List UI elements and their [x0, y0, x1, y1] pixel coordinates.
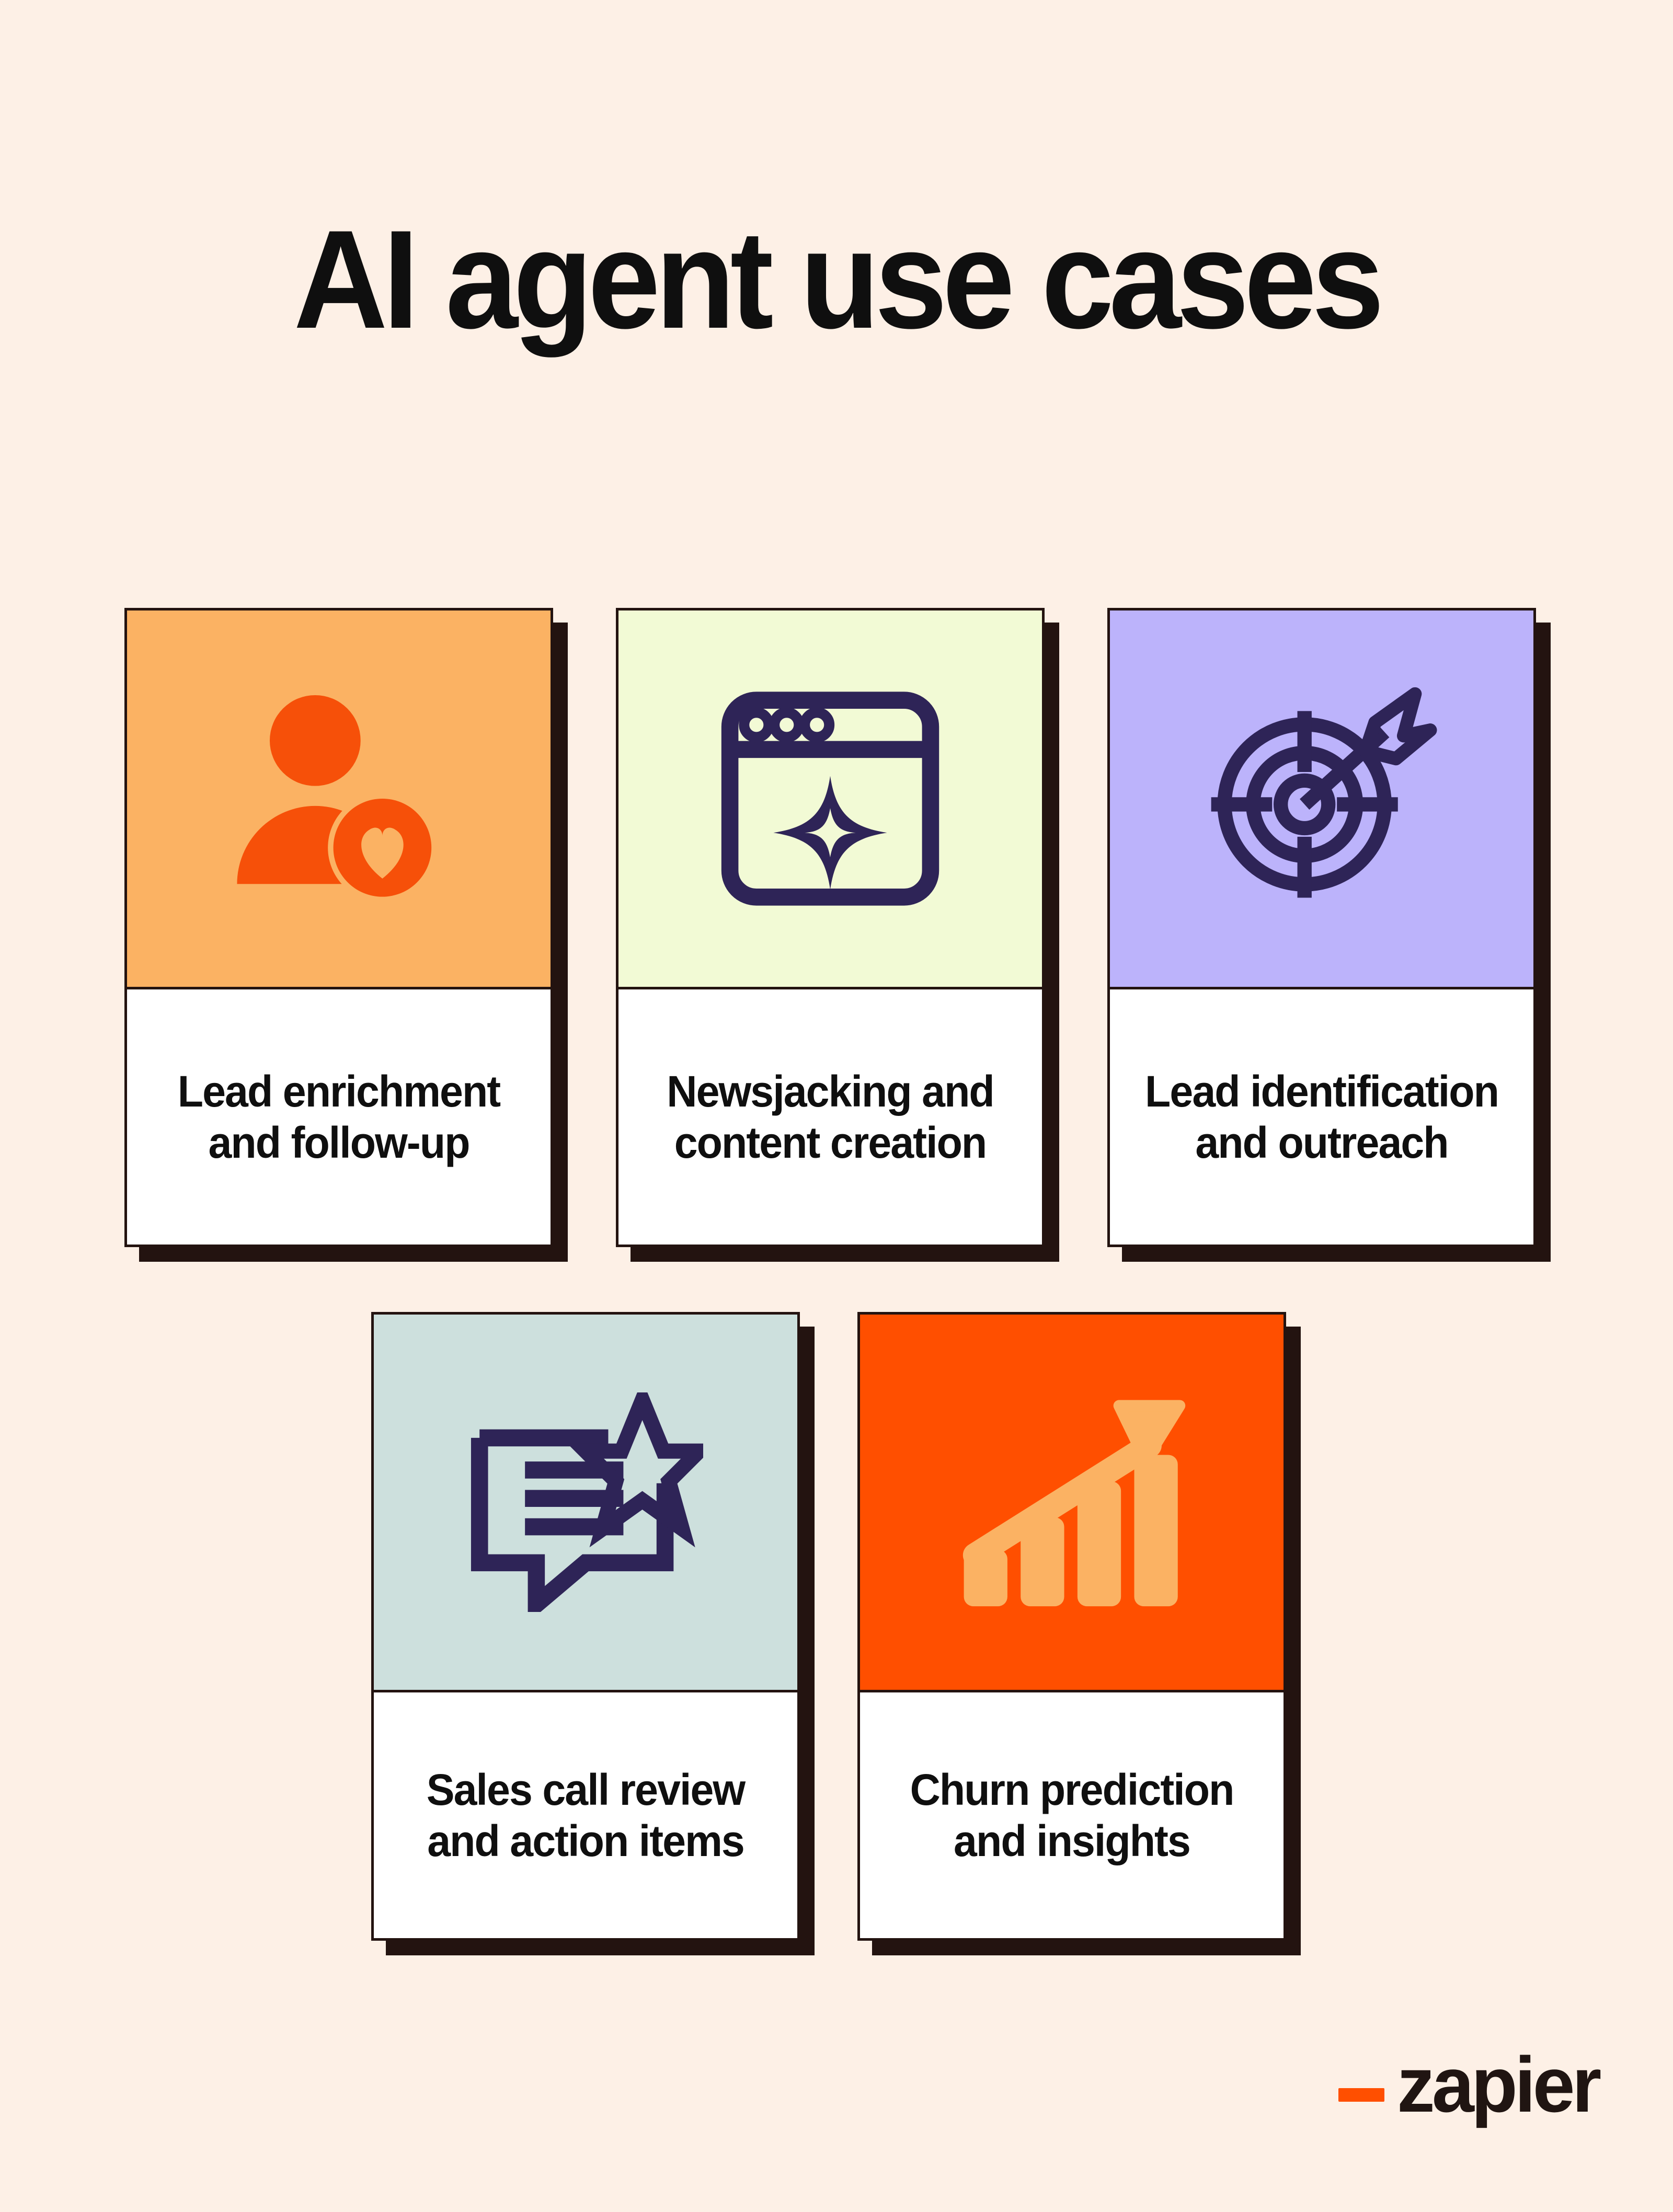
browser-sparkle-icon [718, 689, 943, 908]
card-label: Churn prediction and insights [910, 1765, 1235, 1865]
card-label-panel: Newsjacking and content creation [618, 989, 1042, 1245]
card-label: Newsjacking and content creation [667, 1066, 994, 1167]
use-case-card-sales-call-review[interactable]: Sales call review and action items [371, 1312, 800, 1941]
card-icon-panel [1110, 610, 1533, 989]
card-icon-panel [860, 1315, 1284, 1692]
use-case-card-lead-identification[interactable]: Lead identification and outreach [1107, 608, 1536, 1247]
person-heart-icon [229, 692, 449, 906]
card-label-panel: Churn prediction and insights [860, 1692, 1284, 1938]
bar-chart-growth-arrow-icon [954, 1392, 1189, 1612]
card-label-panel: Lead enrichment and follow-up [127, 989, 551, 1245]
use-case-card-churn-prediction[interactable]: Churn prediction and insights [857, 1312, 1286, 1941]
card-label: Lead enrichment and follow-up [177, 1066, 501, 1167]
zapier-logo: zapier [1338, 2041, 1602, 2128]
target-arrow-icon [1204, 686, 1439, 911]
speech-bubble-star-icon [468, 1392, 703, 1612]
card-label: Sales call review and action items [426, 1765, 746, 1865]
underscore-mark-icon [1338, 2088, 1384, 2102]
use-case-card-lead-enrichment[interactable]: Lead enrichment and follow-up [124, 608, 553, 1247]
zapier-wordmark: zapier [1396, 2041, 1601, 2128]
card-icon-panel [374, 1315, 797, 1692]
card-label-panel: Sales call review and action items [374, 1692, 797, 1938]
card-icon-panel [618, 610, 1042, 989]
card-label: Lead identification and outreach [1145, 1066, 1499, 1167]
card-icon-panel [127, 610, 551, 989]
use-case-card-newsjacking[interactable]: Newsjacking and content creation [616, 608, 1045, 1247]
page-title: AI agent use cases [293, 201, 1384, 358]
card-label-panel: Lead identification and outreach [1110, 989, 1533, 1245]
